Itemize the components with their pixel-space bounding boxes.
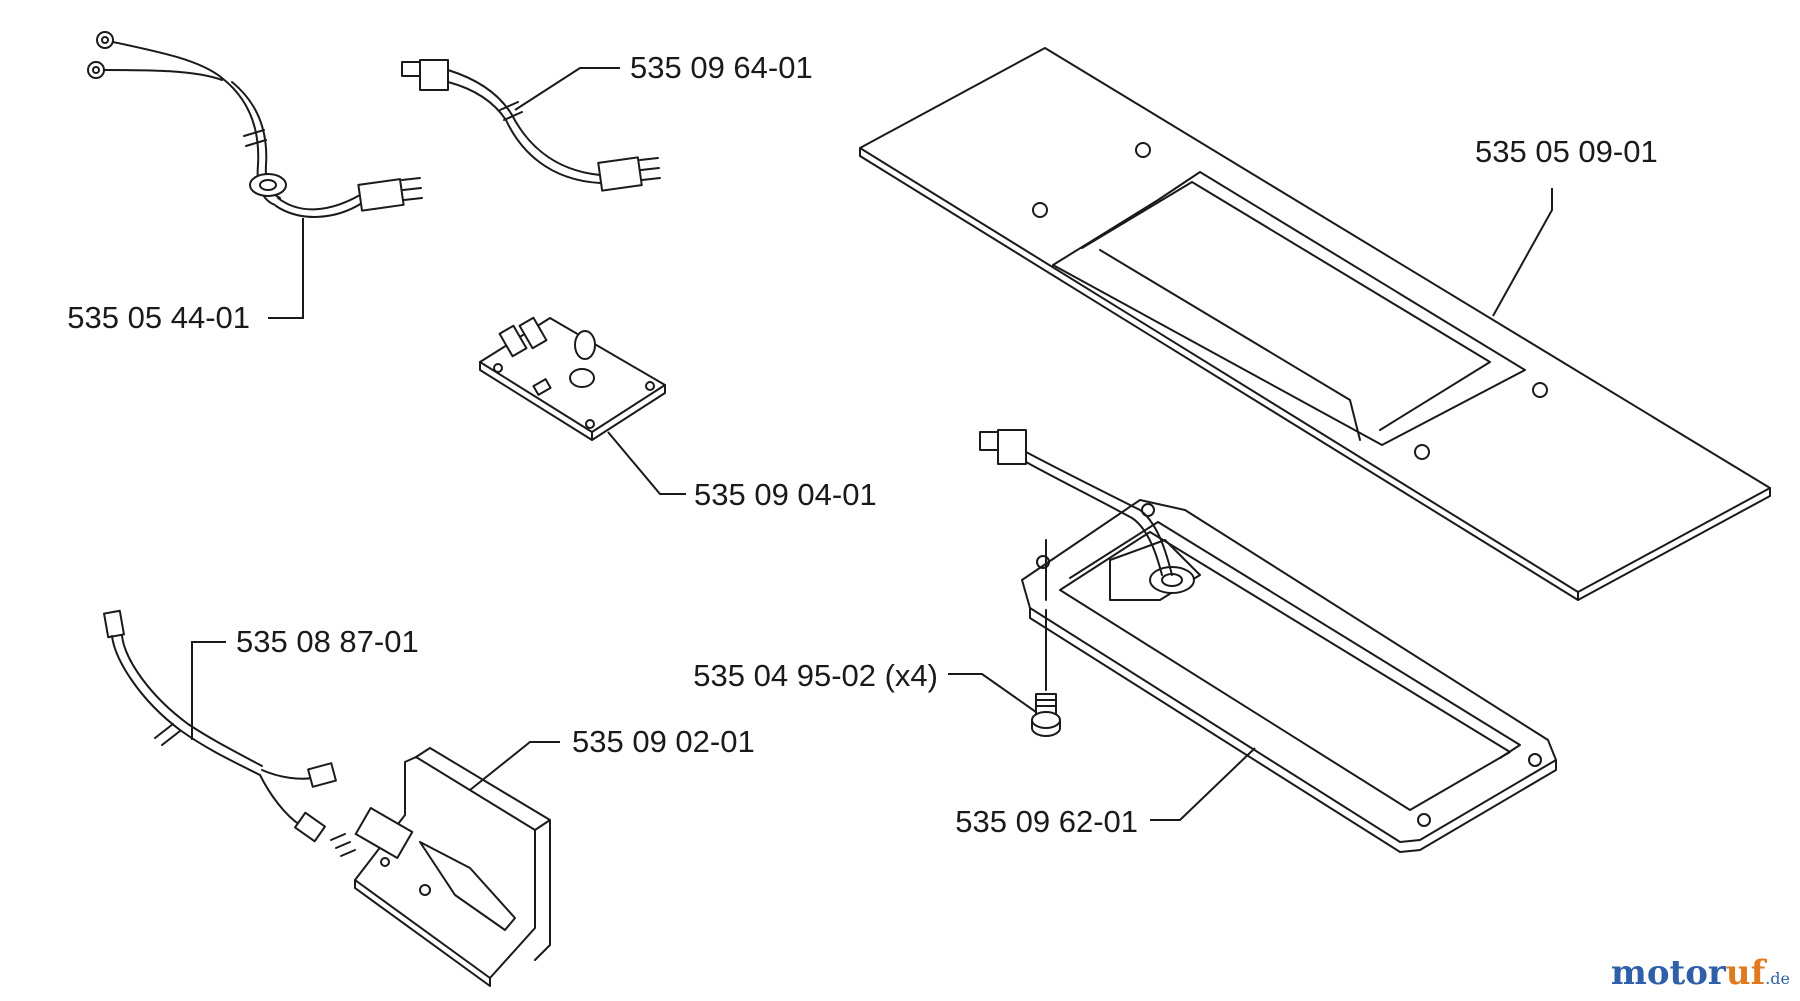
leader-line-p1 bbox=[268, 218, 304, 319]
leader-line-p6 bbox=[469, 741, 560, 791]
watermark-part1: motor bbox=[1610, 953, 1726, 993]
part-label-535-09-62-01: 535 09 62-01 bbox=[955, 804, 1138, 839]
wire-harness-535-05-44-01 bbox=[87, 31, 423, 218]
part-label-535-08-87-01: 535 08 87-01 bbox=[236, 624, 419, 659]
watermark-part2: uf bbox=[1725, 953, 1766, 993]
part-label-535-09-64-01: 535 09 64-01 bbox=[630, 50, 813, 85]
watermark-tld: .de bbox=[1765, 969, 1790, 988]
leader-line-p3 bbox=[1492, 188, 1553, 317]
part-label-535-05-44-01: 535 05 44-01 bbox=[67, 300, 250, 335]
leader-line-p4 bbox=[607, 431, 686, 495]
site-watermark: motoruf.de bbox=[1611, 953, 1790, 993]
wire-harness-535-09-64-01 bbox=[401, 59, 661, 192]
leader-line-p2 bbox=[514, 67, 620, 111]
cover-plate-535-05-09-01 bbox=[859, 47, 1771, 601]
part-label-535-05-09-01: 535 05 09-01 bbox=[1475, 134, 1658, 169]
leader-line-p8 bbox=[1150, 747, 1256, 821]
leader-line-p7 bbox=[948, 673, 1037, 713]
housing-connector-cable bbox=[979, 429, 1173, 576]
part-label-535-09-04-01: 535 09 04-01 bbox=[694, 477, 877, 512]
switch-housing-535-09-62-01 bbox=[1021, 499, 1557, 853]
leader-line-p5 bbox=[191, 641, 226, 740]
wire-harness-535-08-87-01 bbox=[103, 609, 337, 843]
part-label-535-04-95-02: 535 04 95-02 (x4) bbox=[693, 658, 938, 693]
circuit-board-535-09-04-01 bbox=[479, 316, 666, 441]
screw-535-04-95-02 bbox=[1031, 539, 1061, 737]
part-label-535-09-02-01: 535 09 02-01 bbox=[572, 724, 755, 759]
switch-bracket-535-09-02-01 bbox=[330, 747, 551, 987]
